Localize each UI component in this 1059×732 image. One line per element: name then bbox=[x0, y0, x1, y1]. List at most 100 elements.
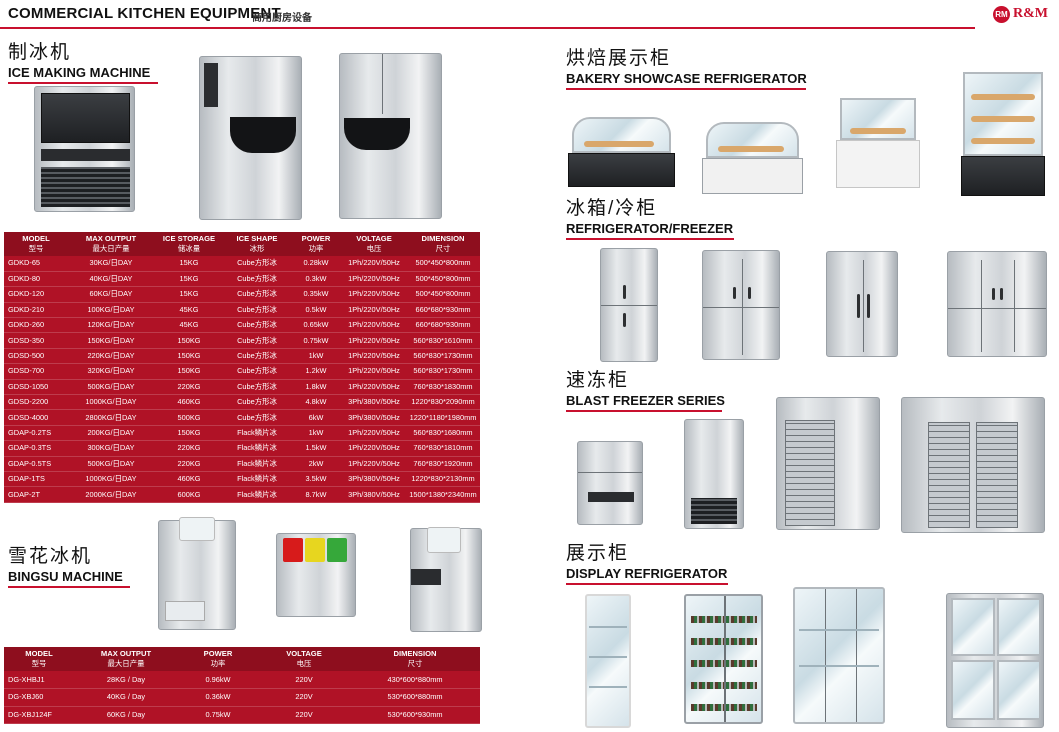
col-header: MAX OUTPUT bbox=[74, 647, 178, 659]
table-cell: GDKD-210 bbox=[4, 302, 68, 319]
section-title-cn: 制冰机 bbox=[8, 42, 72, 63]
table-cell: 45KG bbox=[154, 317, 224, 334]
section-title-en: BINGSU MACHINE bbox=[8, 569, 123, 584]
col-header-cn: 最大日产量 bbox=[74, 659, 178, 671]
table-cell: 1000KG/日DAY bbox=[68, 394, 154, 411]
table-cell: 760*830*1810mm bbox=[406, 440, 480, 457]
section-display-refrigerator: 展示柜 DISPLAY REFRIGERATOR bbox=[566, 543, 728, 585]
table-cell: Cube方形冰 bbox=[224, 379, 290, 396]
section-title-cn: 速冻柜 bbox=[566, 370, 630, 391]
vent-grille bbox=[41, 167, 130, 207]
table-cell: 0.28kW bbox=[290, 256, 342, 272]
display-fridge-1door-image bbox=[585, 594, 631, 728]
section-bakery: 烘焙展示柜 BAKERY SHOWCASE REFRIGERATOR bbox=[566, 48, 807, 90]
table-cell: 4.8kW bbox=[290, 394, 342, 411]
side-vent bbox=[204, 63, 218, 107]
table-cell: 1Ph/220V/50Hz bbox=[342, 332, 406, 349]
table-cell: GDAP-0.3TS bbox=[4, 440, 68, 457]
table-cell: GDAP-2T bbox=[4, 486, 68, 503]
table-cell: Cube方形冰 bbox=[224, 332, 290, 349]
table-cell: GDKD-65 bbox=[4, 256, 68, 272]
bingsu-machine-2-image bbox=[276, 533, 356, 617]
table-cell: DG-XHBJ1 bbox=[4, 671, 74, 689]
table-cell: GDAP-0.2TS bbox=[4, 425, 68, 442]
col-header: MODEL bbox=[4, 647, 74, 659]
table-cell: GDSD-350 bbox=[4, 332, 68, 349]
table-cell: 6kW bbox=[290, 409, 342, 426]
table-cell: 530*600*880mm bbox=[350, 688, 480, 707]
col-header: ICE SHAPE bbox=[224, 232, 290, 244]
table-cell: 60KG / Day bbox=[74, 706, 178, 724]
section-rule bbox=[566, 88, 806, 90]
table-cell: 1220*1180*1980mm bbox=[406, 409, 480, 426]
table-cell: 0.75kW bbox=[290, 332, 342, 349]
table-cell: 1Ph/220V/50Hz bbox=[342, 271, 406, 288]
table-cell: 1Ph/220V/50Hz bbox=[342, 256, 406, 272]
table-cell: Flack鳞片冰 bbox=[224, 440, 290, 457]
table-cell: GDSD-1050 bbox=[4, 379, 68, 396]
table-cell: 1Ph/220V/50Hz bbox=[342, 317, 406, 334]
table-cell: 3.5kW bbox=[290, 471, 342, 488]
table-cell: 500KG bbox=[154, 409, 224, 426]
col-header: DIMENSION bbox=[406, 232, 480, 244]
table-cell: 150KG bbox=[154, 425, 224, 442]
section-rule bbox=[566, 583, 728, 585]
display-fridge-2door-image bbox=[684, 594, 763, 724]
blast-freezer-upright-image bbox=[684, 419, 744, 529]
table-cell: 3Ph/380V/50Hz bbox=[342, 409, 406, 426]
section-rule bbox=[566, 238, 734, 240]
col-header: VOLTAGE bbox=[258, 647, 350, 659]
section-title-cn: 雪花冰机 bbox=[8, 546, 93, 567]
col-header-cn: 尺寸 bbox=[406, 244, 480, 256]
table-cell: 1.8kW bbox=[290, 379, 342, 396]
table-cell: 300KG/日DAY bbox=[68, 440, 154, 457]
refrigerator-6door-image bbox=[947, 251, 1047, 357]
table-cell: 1220*830*2090mm bbox=[406, 394, 480, 411]
table-cell: 8.7kW bbox=[290, 486, 342, 503]
table-cell: GDKD-260 bbox=[4, 317, 68, 334]
document-title: COMMERCIAL KITCHEN EQUIPMENT bbox=[8, 5, 281, 22]
table-cell: 760*830*1830mm bbox=[406, 379, 480, 396]
col-header-cn: 型号 bbox=[4, 659, 74, 671]
table-cell: 220KG/日DAY bbox=[68, 348, 154, 365]
table-cell: 15KG bbox=[154, 256, 224, 272]
table-cell: 460KG bbox=[154, 394, 224, 411]
col-header-cn: 功率 bbox=[178, 659, 258, 671]
blast-freezer-double-rollin-image bbox=[901, 397, 1045, 533]
table-cell: 3Ph/380V/50Hz bbox=[342, 394, 406, 411]
table-cell: 0.3kW bbox=[290, 271, 342, 288]
table-cell: 220KG bbox=[154, 456, 224, 472]
table-cell: 2800KG/日DAY bbox=[68, 409, 154, 426]
table-cell: 320KG/日DAY bbox=[68, 363, 154, 380]
table-cell: Flack鳞片冰 bbox=[224, 471, 290, 488]
ice-bin-window bbox=[41, 93, 130, 143]
table-cell: 500KG/日DAY bbox=[68, 456, 154, 472]
col-header-cn: 最大日产量 bbox=[68, 244, 154, 256]
document-subtitle: 商用厨房设备 bbox=[252, 13, 312, 24]
table-cell: 120KG/日DAY bbox=[68, 317, 154, 334]
table-cell: 40KG / Day bbox=[74, 688, 178, 707]
table-cell: 1Ph/220V/50Hz bbox=[342, 363, 406, 380]
table-cell: 2kW bbox=[290, 456, 342, 472]
table-cell: Cube方形冰 bbox=[224, 317, 290, 334]
table-cell: 660*680*930mm bbox=[406, 317, 480, 334]
table-cell: 500*450*800mm bbox=[406, 256, 480, 272]
col-header: POWER bbox=[178, 647, 258, 659]
section-title-en: BAKERY SHOWCASE REFRIGERATOR bbox=[566, 71, 807, 86]
table-cell: 1Ph/220V/50Hz bbox=[342, 302, 406, 319]
bingsu-spec-table: MODEL MAX OUTPUT POWER VOLTAGE DIMENSION… bbox=[4, 647, 480, 724]
table-cell: 560*830*1610mm bbox=[406, 332, 480, 349]
